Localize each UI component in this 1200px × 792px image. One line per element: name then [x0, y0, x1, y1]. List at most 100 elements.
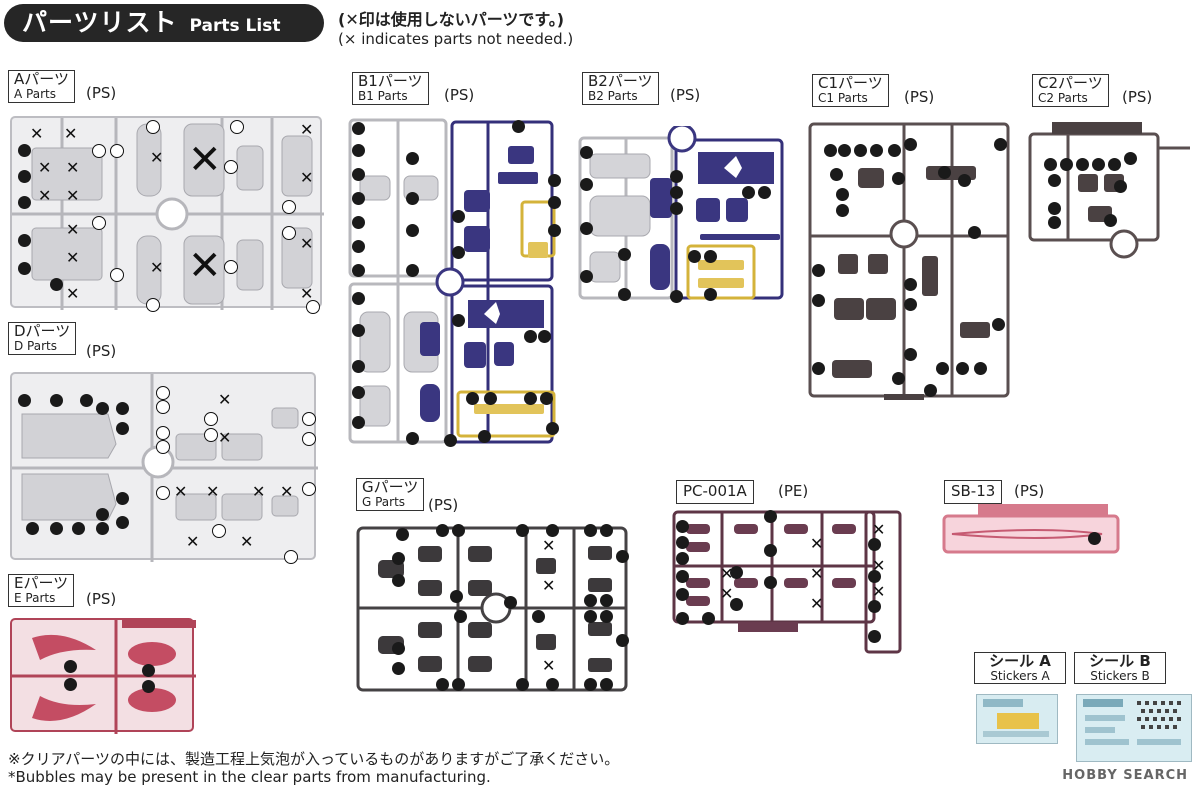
x-mark: ✕ [206, 482, 220, 501]
part-number-badge [18, 170, 31, 183]
x-mark: ✕ [66, 158, 80, 177]
part-number-badge [580, 222, 593, 235]
part-number-badge [600, 594, 613, 607]
part-number-badge [676, 520, 689, 533]
part-number-badge [96, 522, 109, 535]
x-mark: ✕ [872, 556, 886, 575]
footnote-jp: ※クリアパーツの中には、製造工程上気泡が入っているものがありますがご了承ください… [8, 750, 620, 768]
part-number-badge [892, 172, 905, 185]
part-number-badge [836, 204, 849, 217]
note-jp: (✕印は使用しないパーツです。) [338, 10, 565, 29]
material-sb: (PS) [1014, 482, 1045, 500]
part-number-badge [156, 440, 170, 454]
runner-a: ✕ ✕ ✕ ✕ ✕ ✕ ✕ ✕ ✕ ✕ ✕ ✕ ✕ ✕ ✕ ✕ ✕ [10, 116, 324, 314]
part-number-badge [974, 362, 987, 375]
x-mark: ✕ [810, 594, 824, 613]
part-number-badge [540, 392, 553, 405]
part-number-badge [758, 186, 771, 199]
runner-pc-001a: ✕ ✕ ✕ ✕ ✕ ✕ ✕ ✕ [672, 508, 904, 666]
part-number-badge [830, 168, 843, 181]
header-pc-001a: PC-001A [676, 480, 754, 504]
part-number-badge [730, 566, 743, 579]
part-number-badge [584, 678, 597, 691]
header-d-parts: Dパーツ D Parts [8, 322, 77, 356]
x-mark: ✕ [66, 220, 80, 239]
part-number-badge [618, 288, 631, 301]
part-number-badge [116, 422, 129, 435]
runner-c1 [808, 122, 1012, 400]
part-number-badge [452, 246, 465, 259]
part-number-badge [904, 348, 917, 361]
part-number-badge [524, 392, 537, 405]
part-number-badge [532, 610, 545, 623]
part-number-badge [938, 166, 951, 179]
part-number-badge [302, 482, 316, 496]
part-number-badge [392, 574, 405, 587]
part-number-badge [406, 432, 419, 445]
part-number-badge [352, 122, 365, 135]
part-number-badge [224, 260, 238, 274]
x-mark: ✕ [810, 534, 824, 553]
part-number-badge [838, 144, 851, 157]
part-number-badge [352, 144, 365, 157]
part-number-badge [454, 610, 467, 623]
part-number-badge [512, 120, 525, 133]
part-number-badge [516, 524, 529, 537]
part-number-badge [764, 544, 777, 557]
part-number-badge [504, 596, 517, 609]
material-d: (PS) [86, 342, 117, 360]
header-sb-13: SB-13 [944, 480, 1003, 504]
part-number-badge [616, 634, 629, 647]
part-number-badge [436, 678, 449, 691]
material-c1: (PS) [904, 88, 935, 106]
part-number-badge [50, 278, 63, 291]
watermark: HOBBY SEARCH [1062, 768, 1188, 783]
part-number-badge [812, 362, 825, 375]
x-mark: ✕ [174, 482, 188, 501]
sticker-sheet-a [976, 694, 1058, 744]
runner-d-frame [12, 374, 318, 562]
part-number-badge [18, 196, 31, 209]
part-number-badge [546, 422, 559, 435]
part-number-badge [146, 298, 160, 312]
part-number-badge [18, 144, 31, 157]
x-mark: ✕ [218, 428, 232, 447]
runner-a-frame [12, 118, 324, 310]
part-number-badge [1048, 216, 1061, 229]
part-number-badge [146, 120, 160, 134]
runner-d: ✕ ✕ ✕ ✕ ✕ ✕ ✕ ✕ [10, 372, 318, 564]
part-number-badge [956, 362, 969, 375]
part-number-badge [80, 394, 93, 407]
material-g: (PS) [428, 496, 459, 514]
x-mark: ✕ [300, 168, 314, 187]
part-number-badge [204, 428, 218, 442]
part-number-badge [406, 224, 419, 237]
part-number-badge [204, 412, 218, 426]
header-c2-parts: C2パーツ C2 Parts [1032, 74, 1109, 108]
x-mark: ✕ [300, 120, 314, 139]
part-number-badge [824, 144, 837, 157]
header-b1-parts: B1パーツ B1 Parts [352, 72, 429, 106]
part-number-badge [142, 664, 155, 677]
x-mark: ✕ [542, 536, 556, 555]
part-number-badge [704, 288, 717, 301]
x-mark: ✕ [38, 186, 52, 205]
part-number-badge [392, 552, 405, 565]
note-en: (× indicates parts not needed.) [338, 30, 574, 48]
part-number-badge [670, 186, 683, 199]
part-number-badge [1088, 532, 1101, 545]
part-number-badge [452, 314, 465, 327]
material-pc: (PE) [778, 482, 809, 500]
runner-b1-frame [348, 118, 556, 444]
part-number-badge [392, 642, 405, 655]
part-number-badge [854, 144, 867, 157]
part-number-badge [836, 188, 849, 201]
part-number-badge [676, 612, 689, 625]
part-number-badge [156, 400, 170, 414]
part-number-badge [868, 570, 881, 583]
part-number-badge [870, 144, 883, 157]
part-number-badge [142, 680, 155, 693]
part-number-badge [96, 508, 109, 521]
part-number-badge [616, 550, 629, 563]
part-number-badge [352, 386, 365, 399]
